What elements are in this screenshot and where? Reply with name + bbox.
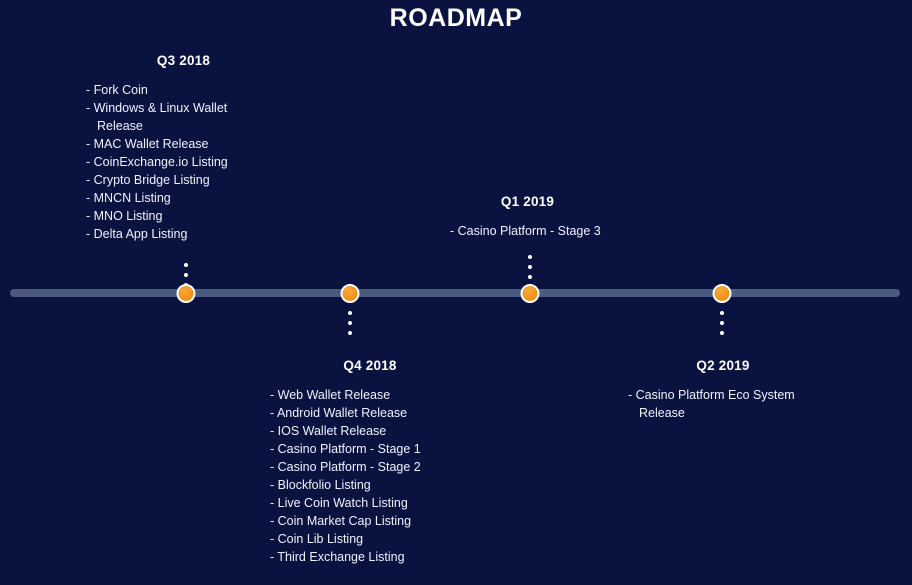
milestone-marker-q2-2019[interactable] xyxy=(712,284,732,303)
connector-dots-q4-2018 xyxy=(348,311,352,335)
milestone-block-q2-2019: Q2 2019 - Casino Platform Eco System Rel… xyxy=(628,358,818,422)
list-item: - Casino Platform - Stage 2 xyxy=(270,460,421,474)
list-item: - Coin Market Cap Listing xyxy=(270,514,412,528)
list-item: - Crypto Bridge Listing xyxy=(86,173,210,187)
connector-dots-q2-2019 xyxy=(720,311,724,335)
milestone-marker-q1-2019[interactable] xyxy=(520,284,540,303)
connector-dot xyxy=(720,311,724,315)
list-item: - Blockfolio Listing xyxy=(270,478,371,492)
connector-dot xyxy=(348,331,352,335)
milestone-heading-q4-2018: Q4 2018 xyxy=(343,358,397,373)
connector-dot xyxy=(720,321,724,325)
list-item: - MNO Listing xyxy=(86,209,163,223)
list-item: - Casino Platform - Stage 1 xyxy=(270,442,421,456)
milestone-heading-q1-2019: Q1 2019 xyxy=(500,194,555,209)
list-item: - Windows & Linux Wallet Release xyxy=(86,101,228,133)
list-item: - Third Exchange Listing xyxy=(270,550,405,564)
connector-dot xyxy=(348,321,352,325)
list-item: - Android Wallet Release xyxy=(270,406,408,420)
milestone-marker-q4-2018[interactable] xyxy=(340,284,360,303)
connector-dot xyxy=(184,263,188,267)
milestone-heading-q3-2018: Q3 2018 xyxy=(156,53,211,68)
milestone-block-q3-2018: Q3 2018 - Fork Coin - Windows & Linux Wa… xyxy=(86,53,281,243)
list-item: - Fork Coin xyxy=(86,83,148,97)
milestone-item-list-q3-2018: - Fork Coin - Windows & Linux Wallet Rel… xyxy=(86,81,281,243)
list-item: - Casino Platform Eco System Release xyxy=(628,388,795,420)
milestone-item-list-q4-2018: - Web Wallet Release - Android Wallet Re… xyxy=(270,386,470,566)
page-title: ROADMAP xyxy=(389,4,523,32)
list-item: - MAC Wallet Release xyxy=(86,137,209,151)
timeline-axis-bar xyxy=(10,289,900,297)
list-item: - CoinExchange.io Listing xyxy=(86,155,228,169)
list-item: - MNCN Listing xyxy=(86,191,171,205)
list-item: - Delta App Listing xyxy=(86,227,188,241)
milestone-item-list-q1-2019: - Casino Platform - Stage 3 xyxy=(450,222,605,240)
milestone-block-q4-2018: Q4 2018 - Web Wallet Release - Android W… xyxy=(270,358,470,566)
list-item: - Live Coin Watch Listing xyxy=(270,496,408,510)
list-item: - Coin Lib Listing xyxy=(270,532,364,546)
connector-dots-q1-2019 xyxy=(528,255,532,279)
connector-dot xyxy=(528,275,532,279)
connector-dot xyxy=(528,255,532,259)
list-item: - IOS Wallet Release xyxy=(270,424,387,438)
milestone-heading-q2-2019: Q2 2019 xyxy=(696,358,750,373)
milestone-item-list-q2-2019: - Casino Platform Eco System Release xyxy=(628,386,818,422)
list-item: - Casino Platform - Stage 3 xyxy=(450,224,601,238)
connector-dot xyxy=(720,331,724,335)
connector-dot xyxy=(528,265,532,269)
list-item: - Web Wallet Release xyxy=(270,388,391,402)
connector-dot xyxy=(184,273,188,277)
milestone-block-q1-2019: Q1 2019 - Casino Platform - Stage 3 xyxy=(450,194,605,240)
milestone-marker-q3-2018[interactable] xyxy=(176,284,196,303)
connector-dot xyxy=(348,311,352,315)
